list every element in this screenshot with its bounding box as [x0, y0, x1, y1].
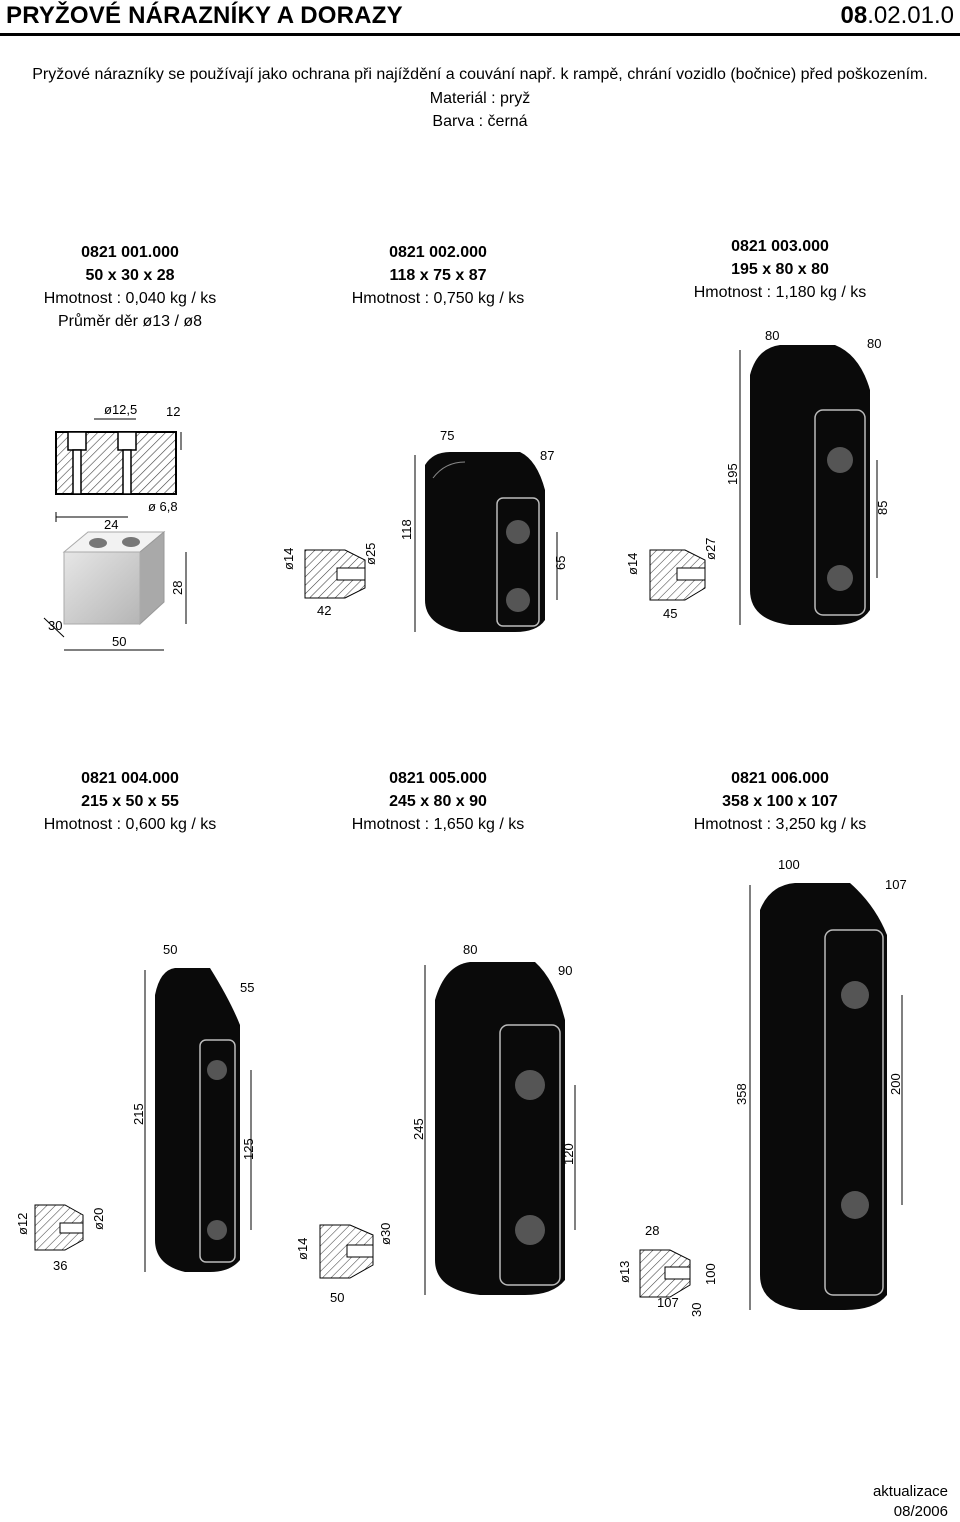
product-weight: Hmotnost : 1,650 kg / ks — [351, 816, 525, 833]
dim-hole-d2: ø20 — [91, 1208, 106, 1230]
dim-depth: 55 — [240, 980, 254, 995]
dim-bottom-diameter: ø 6,8 — [148, 499, 178, 514]
bumper-body — [435, 962, 565, 1295]
footer-update-label: aktualizace — [872, 1483, 948, 1500]
product-code: 0821 004.000 — [81, 770, 179, 787]
dim-hole-d1: ø13 — [617, 1261, 632, 1283]
dim-width: 50 — [163, 942, 177, 957]
hole-section — [649, 549, 706, 601]
dim-hole-d1: ø12 — [15, 1213, 30, 1235]
dim-hole-d1: ø14 — [295, 1238, 310, 1260]
product-004-drawing: 215 50 55 125 ø12 ø20 36 — [15, 942, 256, 1273]
material-text: Materiál : pryž — [429, 90, 531, 107]
product-weight: Hmotnost : 0,040 kg / ks — [43, 290, 217, 307]
dim-hole-length: 50 — [330, 1290, 344, 1305]
product-006-drawing: 358 100 107 200 28 ø13 100 107 30 — [617, 857, 907, 1317]
product-dimensions: 245 x 80 x 90 — [389, 793, 487, 810]
dim-hole-spacing: 125 — [241, 1138, 256, 1160]
dim-hole-d2: ø27 — [703, 538, 718, 560]
product-card-003: 0821 003.000 195 x 80 x 80 Hmotnost : 1,… — [690, 235, 870, 304]
dim-depth: 87 — [540, 448, 554, 463]
page-header: PRYŽOVÉ NÁRAZNÍKY A DORAZY 08.02.01.0 — [0, 0, 960, 36]
product-card-002: 0821 002.000 118 x 75 x 87 Hmotnost : 0,… — [348, 241, 528, 310]
color-text: Barva : černá — [432, 113, 528, 130]
dim-hole-length: 45 — [663, 606, 677, 621]
product-code: 0821 006.000 — [731, 770, 829, 787]
bumper-body — [425, 452, 545, 632]
product-dimensions: 50 x 30 x 28 — [85, 267, 175, 284]
page-title: PRYŽOVÉ NÁRAZNÍKY A DORAZY — [6, 2, 403, 29]
dim-hole-length: 36 — [53, 1258, 67, 1273]
product-dimensions: 195 x 80 x 80 — [731, 261, 829, 278]
dim-hole-d1: ø14 — [625, 553, 640, 575]
dim-height: 28 — [170, 581, 185, 595]
product-code: 0821 005.000 — [389, 770, 487, 787]
dim-hole-spacing: 65 — [553, 556, 568, 570]
footer-update-date: 08/2006 — [893, 1503, 948, 1520]
document-code: 08.02.01.0 — [841, 2, 954, 30]
product-weight: Hmotnost : 1,180 kg / ks — [693, 284, 867, 301]
product-code: 0821 001.000 — [81, 244, 179, 261]
dim-hole-d2: 100 — [703, 1263, 718, 1285]
intro-text: Pryžové nárazníky se používají jako ochr… — [32, 66, 928, 83]
hole-section — [34, 1204, 84, 1251]
dim-height: 215 — [131, 1103, 146, 1125]
bumper-body — [155, 968, 240, 1272]
dim-hole-d2: ø30 — [378, 1223, 393, 1245]
dim-hole-spacing: 24 — [104, 517, 118, 532]
product-weight: Hmotnost : 3,250 kg / ks — [693, 816, 867, 833]
dim-height: 195 — [725, 463, 740, 485]
section-view — [55, 418, 182, 495]
dim-height: 118 — [399, 519, 414, 540]
footer: aktualizace 08/2006 — [873, 1482, 948, 1522]
hole-section — [304, 549, 366, 599]
dim-hole-top: 28 — [645, 1223, 659, 1238]
product-dimensions: 215 x 50 x 55 — [81, 793, 179, 810]
dim-width: 80 — [463, 942, 477, 957]
bumper-body — [750, 345, 870, 625]
product-weight: Hmotnost : 0,750 kg / ks — [351, 290, 525, 307]
document-code-bold: 08 — [840, 2, 868, 29]
dim-height: 245 — [411, 1118, 426, 1140]
product-weight: Hmotnost : 0,600 kg / ks — [43, 816, 217, 833]
hole-section — [319, 1224, 374, 1279]
dim-depth: 80 — [867, 336, 881, 351]
bumper-body — [760, 883, 887, 1310]
dim-hole-length: 107 — [657, 1295, 679, 1310]
product-card-006: 0821 006.000 358 x 100 x 107 Hmotnost : … — [690, 767, 870, 836]
header-rule — [0, 33, 960, 36]
hole-section — [639, 1249, 691, 1298]
dim-hole-length: 42 — [317, 603, 331, 618]
product-dimensions: 118 x 75 x 87 — [389, 267, 487, 284]
product-001-drawing: ø12,5 12 ø 6,8 24 28 30 50 — [43, 402, 187, 651]
product-card-005: 0821 005.000 245 x 80 x 90 Hmotnost : 1,… — [348, 767, 528, 836]
document-code-rest: .02.01.0 — [867, 2, 954, 29]
dim-hole-d2: ø25 — [363, 543, 378, 565]
dim-width: 80 — [765, 328, 779, 343]
dim-top-depth: 12 — [166, 404, 180, 419]
product-dimensions: 358 x 100 x 107 — [722, 793, 838, 810]
dim-hole-thickness: 30 — [689, 1303, 704, 1317]
dim-top-diameter: ø12,5 — [104, 402, 137, 417]
product-code: 0821 002.000 — [389, 244, 487, 261]
product-code: 0821 003.000 — [731, 238, 829, 255]
product-card-004: 0821 004.000 215 x 50 x 55 Hmotnost : 0,… — [40, 767, 220, 836]
dim-hole-spacing: 85 — [875, 501, 890, 515]
product-card-001: 0821 001.000 50 x 30 x 28 Hmotnost : 0,0… — [40, 241, 220, 333]
product-003-drawing: 195 80 80 85 ø14 ø27 45 — [625, 328, 890, 625]
block-3d-view — [62, 530, 166, 626]
dim-width: 100 — [778, 857, 800, 872]
product-005-drawing: 245 80 90 120 ø14 ø30 50 — [295, 942, 576, 1305]
dim-height: 358 — [734, 1083, 749, 1105]
dim-depth: 107 — [885, 877, 907, 892]
dim-hole-spacing: 200 — [888, 1073, 903, 1095]
dim-width: 75 — [440, 428, 454, 443]
product-002-drawing: 118 75 87 65 ø14 ø25 42 — [281, 428, 568, 632]
dim-length: 50 — [112, 634, 126, 649]
dim-hole-spacing: 120 — [561, 1143, 576, 1165]
dim-depth: 30 — [48, 618, 62, 633]
product-hole-diameter: Průměr děr ø13 / ø8 — [57, 313, 203, 330]
dim-depth: 90 — [558, 963, 572, 978]
dim-hole-d1: ø14 — [281, 548, 296, 570]
